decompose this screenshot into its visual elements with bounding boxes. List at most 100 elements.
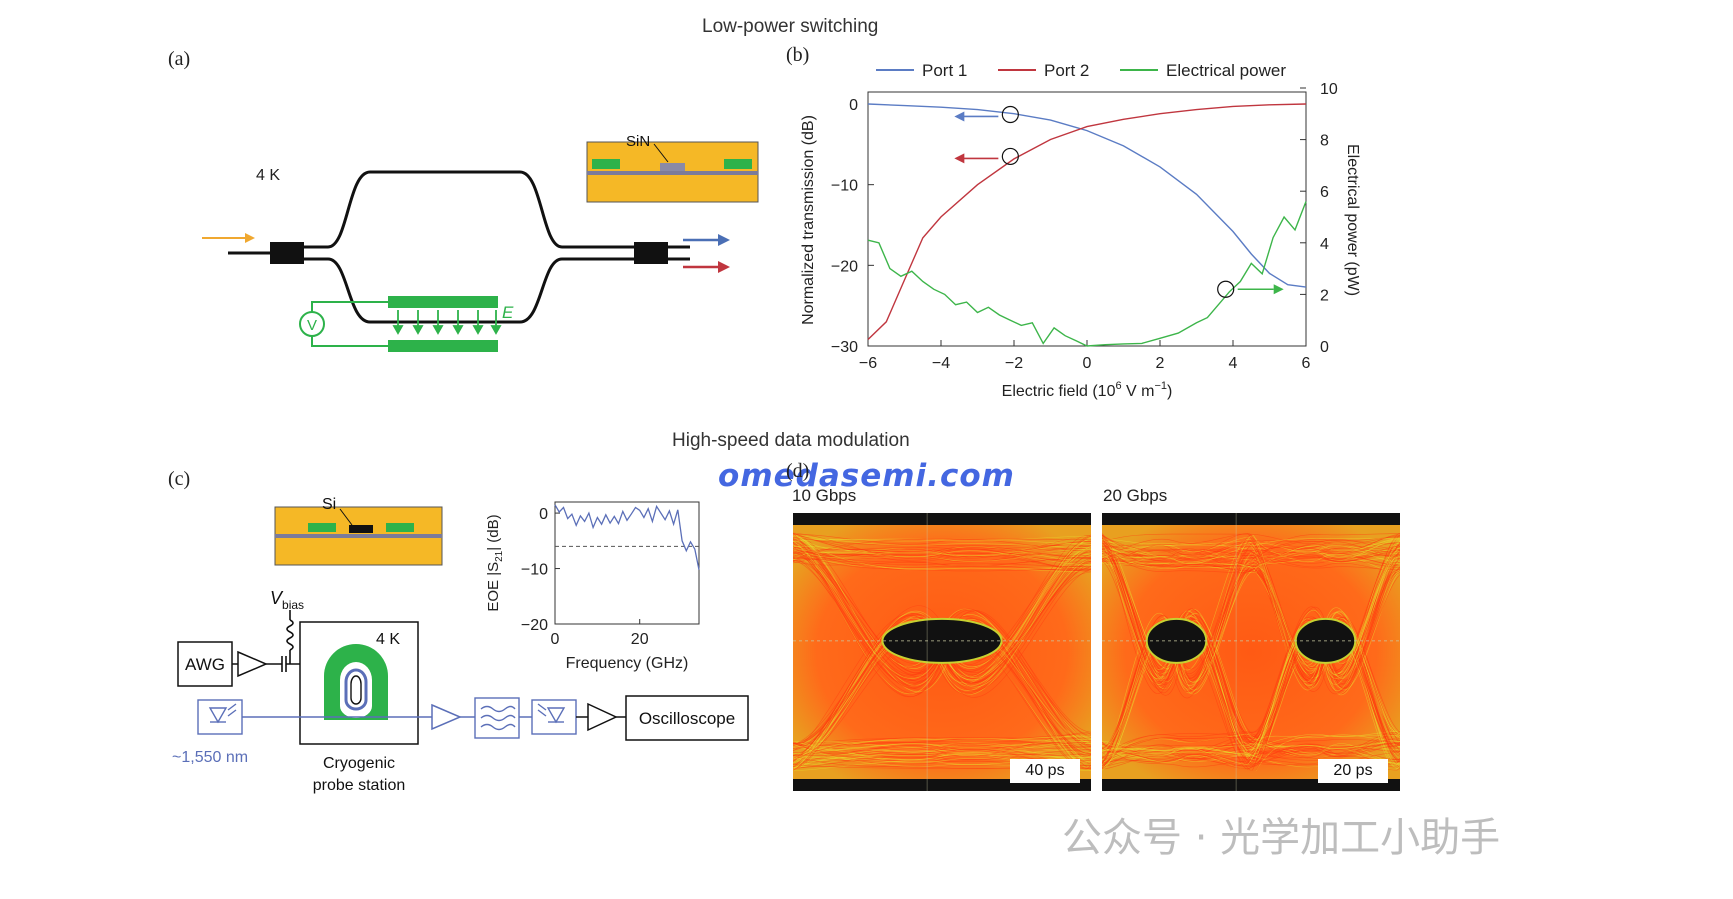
chart-b-xtick-label: −4 <box>932 355 950 372</box>
series-electrical-power <box>867 201 1307 347</box>
oscilloscope-label: Oscilloscope <box>639 709 735 728</box>
oscilloscope-box <box>625 695 749 741</box>
chart-c-ytick-label: 0 <box>539 506 548 523</box>
chart-c-frame <box>554 501 700 625</box>
wavelength-label: ~1,550 nm <box>172 749 248 766</box>
ring-modulator <box>324 644 388 720</box>
chart-b-y2label: Electrical power (pW) <box>1344 144 1361 296</box>
chart-b-xtick-label: 2 <box>1156 355 1165 372</box>
chart-b-series <box>867 103 1307 347</box>
output-arrow-port2 <box>683 261 730 273</box>
setup-schematic: Vbias AWG 4 K Cryogenic probe station <box>172 588 749 794</box>
chart-b-y2tick-label: 0 <box>1320 339 1329 356</box>
vbias-label: Vbias <box>270 588 304 612</box>
cryo-station-label-1: Cryogenic <box>323 755 395 772</box>
chart-b-xtick-label: −6 <box>859 355 877 372</box>
chart-c-s21-trace <box>554 504 700 570</box>
eye-title-10gbps: 10 Gbps <box>792 486 857 505</box>
si-label: Si <box>322 496 336 513</box>
chart-b-ytick-label: −20 <box>831 258 858 275</box>
awg-box <box>177 641 233 687</box>
eye-opening <box>881 617 1003 664</box>
chart-b-ytick-label: −10 <box>831 178 858 195</box>
chart-b-xtick-label: 4 <box>1229 355 1238 372</box>
output-coupler <box>634 242 668 264</box>
chart-b-ytick-label: 0 <box>849 97 858 114</box>
field-arrows <box>392 310 502 335</box>
chart-c-ytick-label: −20 <box>521 617 548 634</box>
series-port1 <box>867 103 1307 288</box>
chart-b-y2tick-label: 2 <box>1320 287 1329 304</box>
chart-b-xtick-label: 0 <box>1083 355 1092 372</box>
eye-diagram-20gbps <box>1102 513 1400 791</box>
chart-b-xtick-label: −2 <box>1005 355 1023 372</box>
voltage-label: V <box>307 317 317 334</box>
panel-label-c: (c) <box>168 468 191 490</box>
annotation-arrowhead <box>1273 284 1284 295</box>
watermark: omedasemi.com <box>718 458 1015 494</box>
legend-port1: Port 1 <box>922 61 967 80</box>
annotation-arrowhead <box>954 111 965 122</box>
legend-electrical-power: Electrical power <box>1166 61 1286 80</box>
temperature-label: 4 K <box>256 167 280 184</box>
eye-scale-20ps: 20 ps <box>1318 759 1388 783</box>
sin-label: SiN <box>626 133 650 150</box>
chart-c-xtick-label: 20 <box>631 631 649 648</box>
field-label: E <box>502 303 514 322</box>
chart-b-xtick-label: 6 <box>1302 355 1311 372</box>
chart-c-xtick-label: 0 <box>551 631 560 648</box>
optical-filter <box>474 697 520 739</box>
top-electrode <box>388 296 498 308</box>
annotation-circle <box>1001 105 1019 124</box>
chart-b-ylabel: Normalized transmission (dB) <box>800 115 817 325</box>
awg-label: AWG <box>185 655 225 674</box>
cryo-station-label-2: probe station <box>313 777 406 794</box>
series-port2 <box>867 103 1307 341</box>
panel-label-b: (b) <box>786 44 810 66</box>
panel-label-d: (d) <box>786 460 810 482</box>
wechat-watermark: 公众号 · 光学加工小助手 <box>1062 815 1501 861</box>
legend-port2: Port 2 <box>1044 61 1089 80</box>
chart-c-inset: 0 20 0 −10 −20 Frequency (GHz) EOE |S21| (dB… <box>485 501 700 672</box>
chart-c-xlabel: Frequency (GHz) <box>566 655 689 672</box>
annotation-circle <box>1217 280 1235 298</box>
laser-box <box>197 699 243 735</box>
bias-tee-inductor <box>286 610 294 664</box>
si-cross-section: Si <box>274 496 443 566</box>
input-light-arrow <box>202 233 255 243</box>
eye-scale-40ps: 40 ps <box>1010 759 1080 783</box>
chart-c-ticks: 0 20 0 −10 −20 <box>521 506 649 648</box>
eye-diagram-10gbps <box>793 513 1091 791</box>
chart-c-ytick-label: −10 <box>521 562 548 579</box>
annotation-arrowhead <box>954 153 965 164</box>
annotation-circle <box>1001 147 1019 166</box>
chart-b-annotations <box>954 105 1284 298</box>
chart-b-y2tick-label: 4 <box>1320 236 1329 253</box>
chart-b-ytick-label: −30 <box>831 339 858 356</box>
section-title-low-power: Low-power switching <box>702 16 879 37</box>
chart-b-xlabel: Electric field (106 V m−1) <box>1002 380 1173 400</box>
mzi-schematic: V E 4 K <box>202 167 730 352</box>
waveguide-paths <box>228 170 690 324</box>
chart-b-y2tick-label: 10 <box>1320 81 1338 98</box>
sin-cross-section: SiN <box>586 133 759 203</box>
dc-block-capacitor <box>281 656 287 672</box>
voltage-circuit <box>299 301 388 347</box>
chart-b-y2tick-label: 6 <box>1320 184 1329 201</box>
section-title-high-speed: High-speed data modulation <box>672 430 910 451</box>
eye-title-20gbps: 20 Gbps <box>1103 486 1168 505</box>
chart-b-y2tick-label: 8 <box>1320 133 1329 150</box>
cryo-temp-label: 4 K <box>376 631 400 648</box>
chart-c-series <box>554 504 700 570</box>
bottom-electrode <box>388 340 498 352</box>
chart-c-ylabel: EOE |S21| (dB) <box>485 514 505 611</box>
panel-label-a: (a) <box>168 48 191 70</box>
input-coupler <box>270 242 304 264</box>
photodetector-box <box>531 699 577 735</box>
output-arrow-port1 <box>683 234 730 246</box>
driver-amplifier <box>237 650 268 678</box>
rf-amplifier <box>587 702 618 732</box>
edfa-amplifier <box>431 703 462 731</box>
